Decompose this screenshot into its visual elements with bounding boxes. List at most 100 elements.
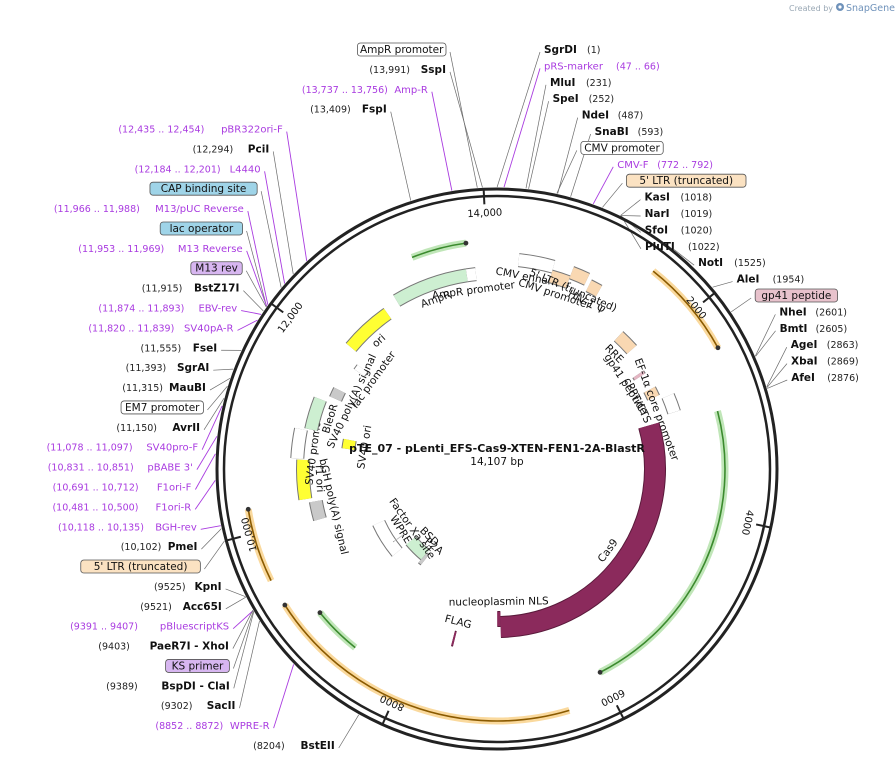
label-name: SspI (421, 64, 446, 76)
site-bmti[interactable]: BmtI(2605) (780, 323, 848, 335)
feature-tag-em7-promoter[interactable]: EM7 promoter (120, 400, 204, 415)
primer-prs-marker[interactable]: pRS-marker(47 .. 66) (544, 61, 660, 72)
site-alei[interactable]: AleI(1954) (737, 274, 805, 286)
label-position: (13,991) (369, 65, 410, 76)
site-sspi[interactable]: SspI (13,991) (369, 64, 446, 76)
site-maubi[interactable]: MauBI(11,315) (122, 382, 206, 394)
backbone-outer-strand (215, 187, 779, 751)
label-position: (9302) (161, 701, 193, 712)
label-name: L4440 (230, 164, 261, 175)
feature-tag-lac-operator[interactable]: lac operator (159, 221, 243, 236)
primer-ebv-rev[interactable]: EBV-rev(11,874 .. 11,893) (98, 304, 237, 315)
feature-tag-5-ltr-truncated[interactable]: 5' LTR (truncated) (625, 173, 747, 188)
label-leader-line (503, 68, 541, 188)
label-leader-line (272, 151, 294, 275)
site-kasi[interactable]: KasI(1018) (645, 192, 713, 204)
feature-tag-cmv-promoter[interactable]: CMV promoter (580, 140, 664, 155)
site-nhei[interactable]: NheI(2601) (779, 306, 847, 318)
leaders (194, 51, 788, 749)
feature-tag-cap-binding-site[interactable]: CAP binding site (149, 181, 258, 196)
primer-pbabe-3[interactable]: pBABE 3'(10,831 .. 10,851) (48, 463, 193, 474)
label-name: F1ori-R (156, 502, 192, 513)
site-ndei[interactable]: NdeI(487) (582, 110, 644, 122)
primer-pbluescriptks[interactable]: pBluescriptKS(9391 .. 9407) (70, 622, 229, 633)
feature-tag-m13-rev[interactable]: M13 rev (190, 261, 243, 276)
primer-f1ori-r[interactable]: F1ori-R(10,481 .. 10,500) (52, 502, 191, 513)
watermark-prefix: Created by (789, 4, 833, 13)
label-leader-line (449, 71, 483, 188)
feature-tag-ampr-promoter[interactable]: AmpR promoter (356, 42, 447, 57)
primer-sv40pro-f[interactable]: SV40pro-F (11,078 .. 11,097) (47, 443, 199, 454)
site-pmei[interactable]: PmeI(10,102) (121, 541, 198, 553)
primer-pbr322ori-f[interactable]: pBR322ori-F(12,435 .. 12,454) (118, 125, 283, 136)
site-pluti[interactable]: PluTI(1022) (645, 241, 720, 253)
label-position: (12,294) (193, 144, 234, 155)
feature-lac-promoter (354, 364, 368, 377)
site-sfoi[interactable]: SfoI(1020) (645, 224, 713, 236)
site-bsteii[interactable]: BstEII(8204) (253, 740, 335, 752)
label-name: BstZ17I (194, 283, 239, 295)
site-sgrai[interactable]: SgrAI(11,393) (126, 362, 210, 374)
feature-cppt-cts (644, 386, 659, 401)
site-agei[interactable]: AgeI(2863) (791, 339, 859, 351)
ring-arc-core-orange-left (247, 509, 272, 581)
backbone-inner-strand (222, 194, 772, 744)
site-snabi[interactable]: SnaBI(593) (595, 126, 664, 138)
feature-tag-ks-primer[interactable]: KS primer (165, 659, 230, 673)
site-mlui[interactable]: MluI(231) (550, 77, 612, 89)
site-sgrdi[interactable]: SgrDI(1) (544, 44, 600, 56)
label-position: (12,435 .. 12,454) (118, 125, 204, 136)
label-position: (8852 .. 8872) (155, 721, 223, 732)
label-leader-line (241, 310, 262, 315)
site-afei[interactable]: AfeI(2876) (791, 372, 859, 384)
ring-arc-core-outer-orange (652, 270, 719, 349)
label-leader-line (196, 436, 218, 470)
site-xbai[interactable]: XbaI(2869) (791, 356, 859, 368)
feature-bsd (406, 536, 429, 560)
feature-ampr (393, 269, 468, 306)
label-position: (10,118 .. 10,135) (58, 522, 144, 533)
primer-m13-puc-reverse[interactable]: M13/pUC Reverse(11,966 .. 11,988) (54, 204, 244, 215)
label-position: (11,078 .. 11,097) (47, 443, 133, 454)
feature-tag-gp41-peptide[interactable]: gp41 peptide (754, 288, 838, 303)
site-fspi[interactable]: FspI(13,409) (310, 104, 387, 116)
site-noti[interactable]: NotI(1525) (698, 257, 766, 269)
tick-mark (755, 523, 772, 529)
label-position: (11,915) (142, 284, 183, 295)
site-avrii[interactable]: AvrII(11,150) (116, 422, 200, 434)
primer-sv40pa-r[interactable]: SV40pA-R(11,820 .. 11,839) (88, 323, 233, 334)
primer-l4440[interactable]: L4440(12,184 .. 12,201) (135, 164, 261, 175)
site-acc65i[interactable]: Acc65I(9521) (140, 601, 222, 613)
label-name: SV40pro-F (146, 443, 198, 454)
label-name: SV40pA-R (184, 323, 233, 334)
site-pcii[interactable]: PciI(12,294) (193, 143, 270, 155)
label-leader-line (620, 199, 641, 216)
label-position: (1) (587, 45, 600, 56)
label-leader-line (195, 453, 216, 490)
feature-wpre (373, 520, 402, 557)
site-spei[interactable]: SpeI(252) (553, 93, 615, 105)
site-sacii[interactable]: SacII(9302) (161, 700, 236, 712)
feature-tag-box (159, 221, 243, 236)
primer-m13-reverse[interactable]: M13 Reverse(11,953 .. 11,969) (78, 244, 242, 255)
label-leader-line (207, 385, 228, 411)
label-position: (11,150) (116, 423, 157, 434)
primer-cmv-f[interactable]: CMV-F(772 .. 792) (617, 160, 713, 171)
site-fsei[interactable]: FseI(11,555) (141, 342, 218, 354)
site-bspdi-clai[interactable]: BspDI - ClaI(9389) (106, 680, 230, 692)
label-leader-line (766, 363, 788, 388)
site-kpni[interactable]: KpnI(9525) (154, 581, 222, 593)
label-leader-line (273, 664, 295, 729)
site-paer7i-xhoi[interactable]: PaeR7I - XhoI(9403) (98, 641, 229, 653)
plasmid-length: 14,107 bp (470, 456, 524, 468)
primer-amp-r[interactable]: Amp-R(13,737 .. 13,756) (302, 85, 428, 96)
tick-label: 6000 (599, 686, 627, 707)
watermark-brand: SnapGene (846, 3, 895, 14)
primer-wpre-r[interactable]: WPRE-R(8852 .. 8872) (155, 721, 269, 732)
primer-f1ori-f[interactable]: F1ori-F(10,691 .. 10,712) (53, 482, 192, 493)
feature-tag-5-ltr-truncated[interactable]: 5' LTR (truncated) (80, 559, 201, 574)
site-nari[interactable]: NarI(1019) (645, 208, 713, 220)
site-bstz17i[interactable]: BstZ17I (11,915) (142, 283, 240, 295)
primer-bgh-rev[interactable]: BGH-rev(10,118 .. 10,135) (58, 522, 197, 533)
